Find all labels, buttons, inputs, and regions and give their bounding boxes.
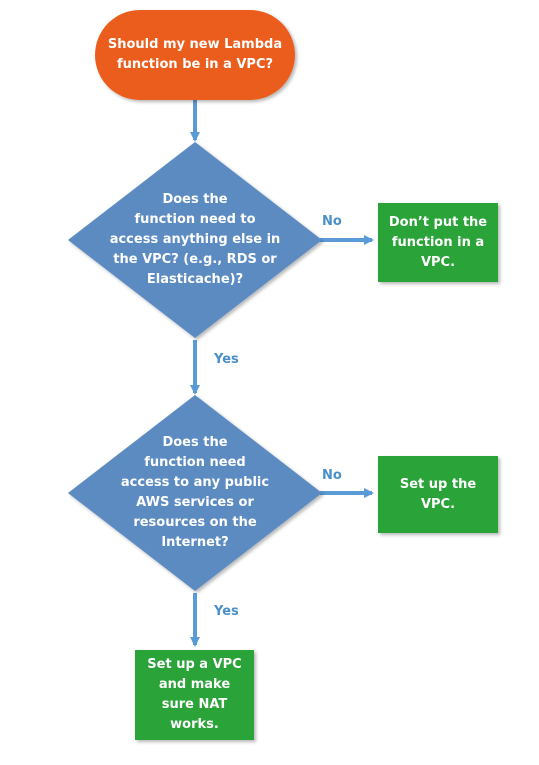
decision-2-label: Does the function need access to any pub… <box>120 435 270 550</box>
action-setup-vpc-box <box>378 456 498 533</box>
action-setup-vpc-label: Set up the VPC. <box>399 476 477 512</box>
decision-1-diamond <box>68 142 322 338</box>
edge-label-decision-1-yes: Yes <box>214 352 239 367</box>
action-setup-vpc-nat-box <box>135 650 254 740</box>
start-node-label: Should my new Lambda function be in a VP… <box>107 37 283 72</box>
edge-label-decision-1-no: No <box>322 214 342 229</box>
edge-label-decision-2-no: No <box>322 468 342 483</box>
action-no-vpc-label: Don’t put the function in a VPC. <box>388 214 488 270</box>
start-node <box>95 10 295 100</box>
edge-label-decision-2-yes: Yes <box>214 604 239 619</box>
decision-1-label: Does the function need to access anythin… <box>109 192 281 287</box>
action-setup-vpc-nat-label: Set up a VPC and make sure NAT works. <box>147 657 242 732</box>
decision-2-diamond <box>68 395 322 591</box>
action-no-vpc-box <box>378 203 498 282</box>
